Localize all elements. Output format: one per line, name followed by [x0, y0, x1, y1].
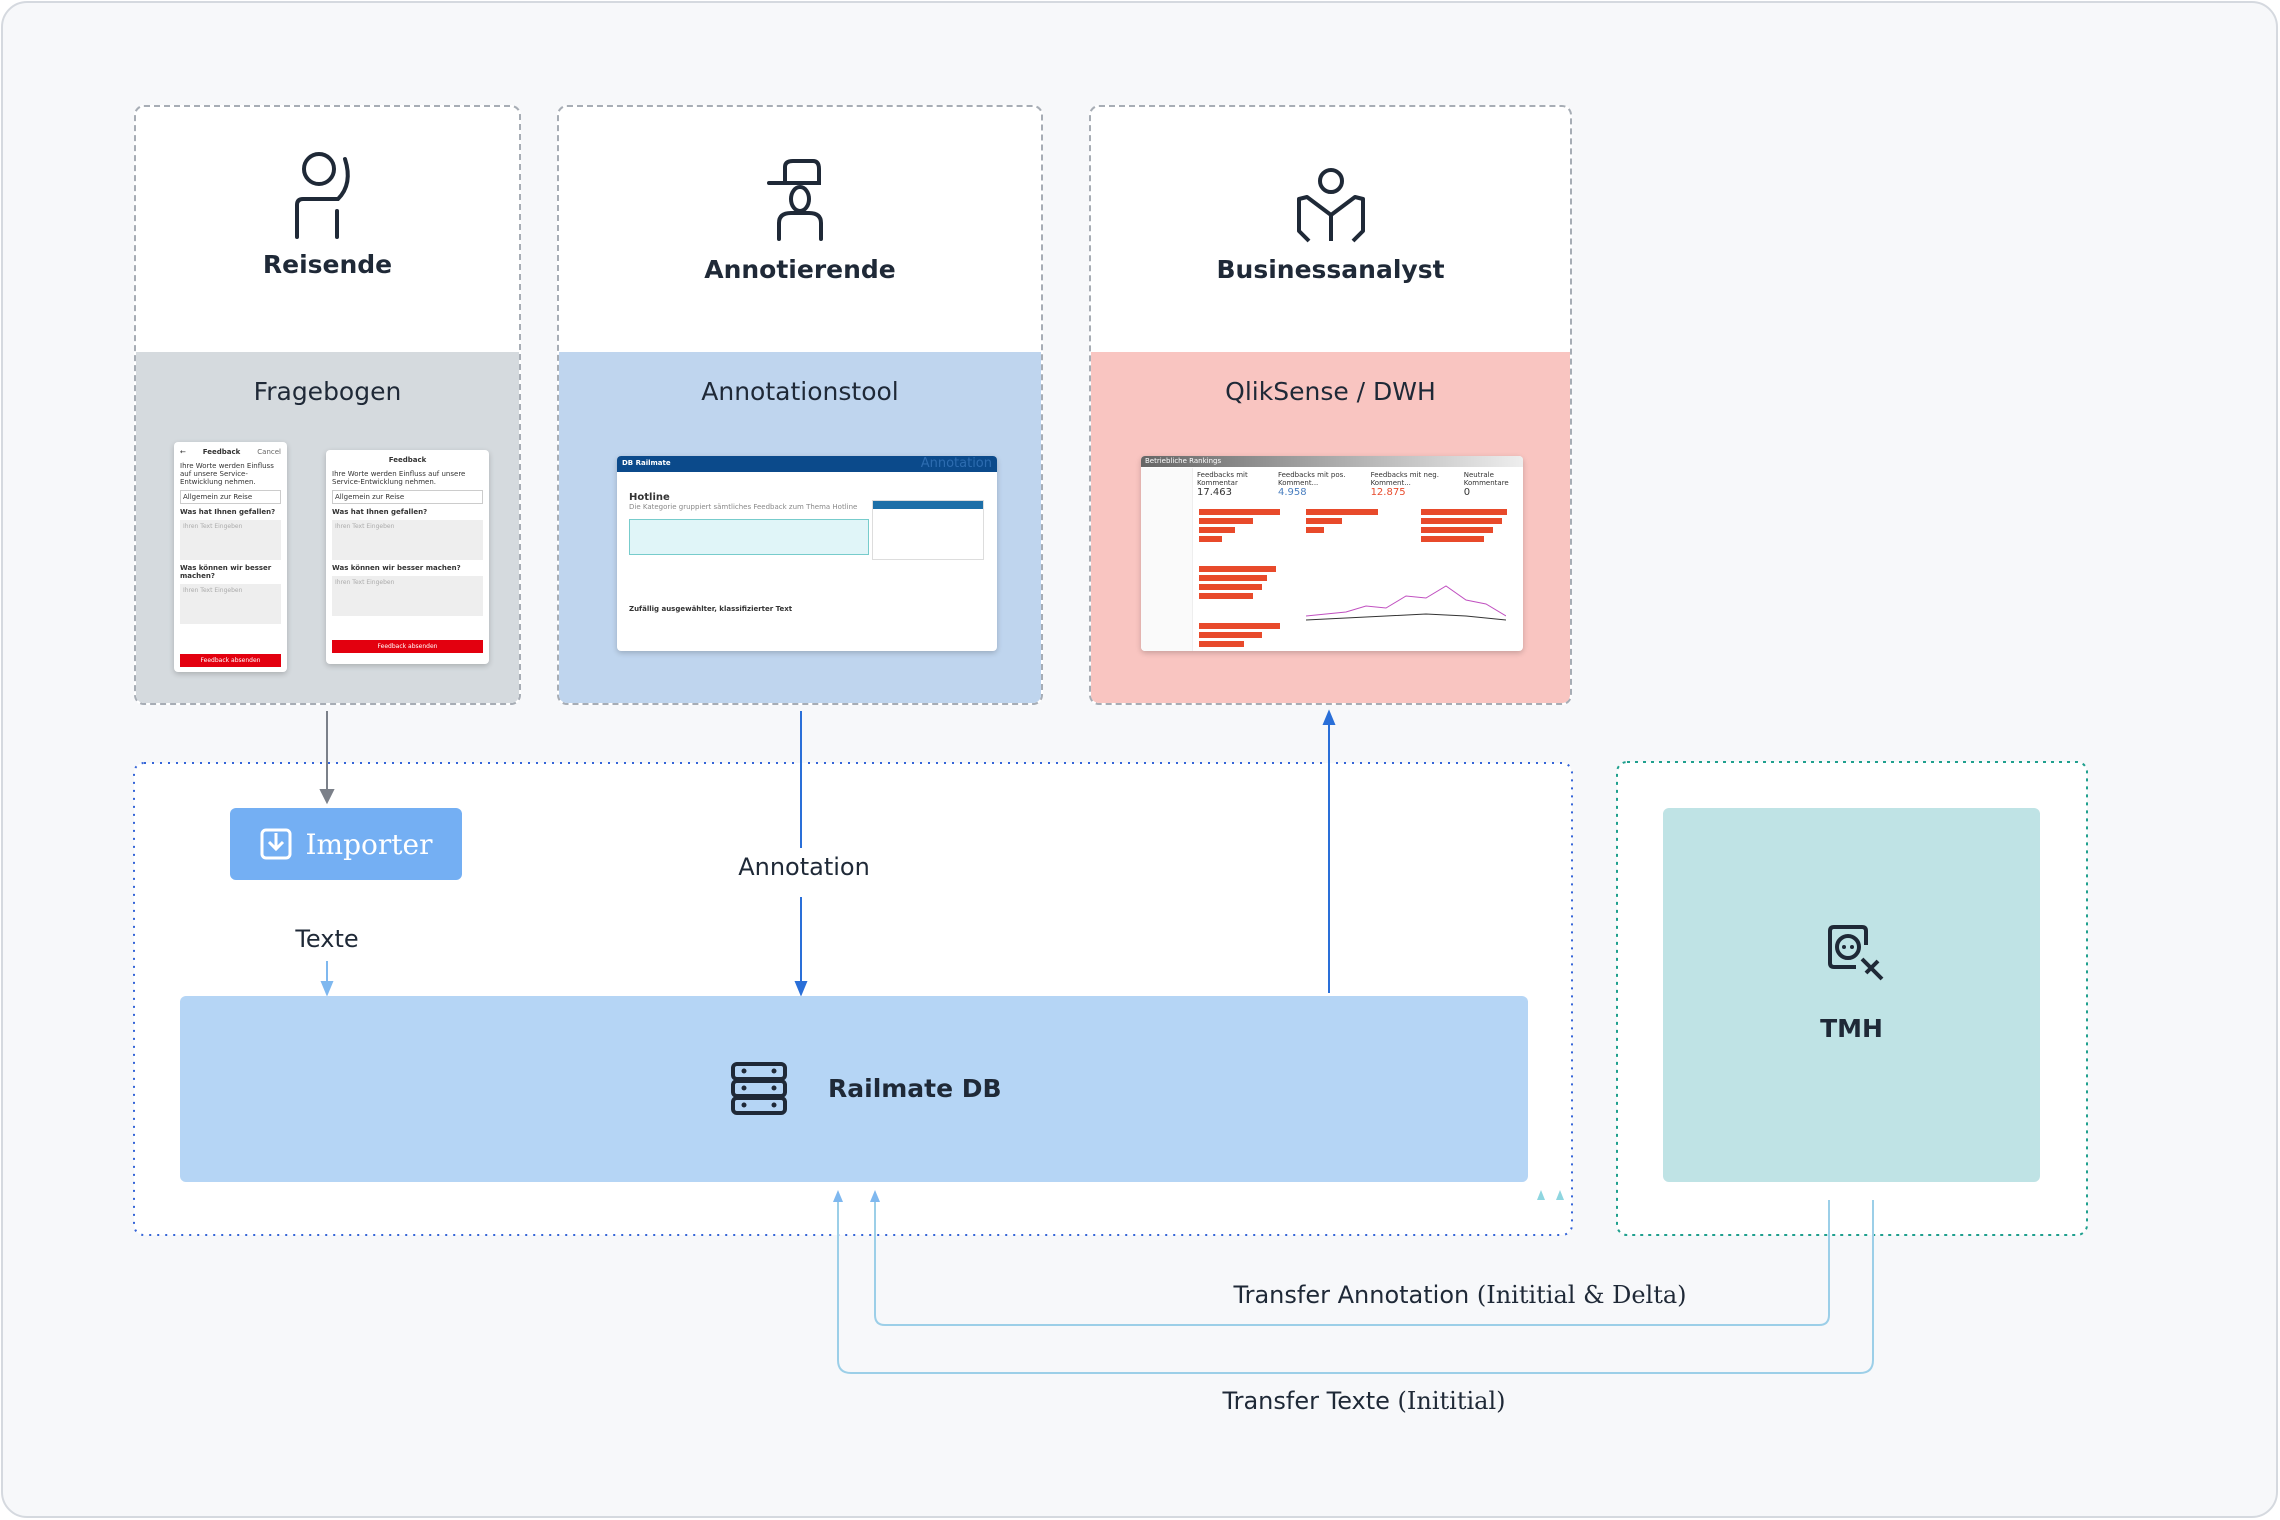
tmh-label: TMH	[1820, 1014, 1883, 1043]
tool-name: Annotationstool	[701, 377, 899, 406]
railmate-db-label: Railmate DB	[828, 1074, 1002, 1103]
person-cap-icon	[767, 159, 823, 241]
import-icon	[260, 828, 291, 860]
mock-submit: Feedback absenden	[332, 640, 483, 653]
qliksense-screenshot: Betriebliche Rankings Feedbacks mit Komm…	[1141, 456, 1523, 651]
mock-field: Ihren Text Eingeben	[180, 584, 281, 624]
actor-name: Annotierende	[704, 255, 896, 284]
edge-label-transfer-texte: Transfer Texte (Inititial)	[1222, 1387, 1505, 1415]
transfer-texte-note: (Inititial)	[1397, 1387, 1506, 1415]
mock-q2: Was können wir besser machen?	[180, 564, 272, 580]
kpi: Feedbacks mit pos. Komment...4.958	[1278, 471, 1357, 498]
mock-title: Hotline	[629, 492, 670, 503]
importer-label: Importer	[305, 827, 433, 861]
edge-label-annotation: Annotation	[738, 853, 870, 881]
mock-title: Betriebliche Rankings	[1141, 456, 1523, 467]
mock-select: Allgemein zur Reise	[180, 490, 281, 504]
mock-select: Allgemein zur Reise	[332, 490, 483, 504]
transfer-annotation-text: Transfer Annotation	[1233, 1281, 1470, 1309]
transfer-texte-line	[837, 1200, 1874, 1374]
person-reading-icon	[1296, 168, 1365, 243]
annotationstool-screenshot: DB Railmate Annotation Hotline Die Katego…	[617, 456, 997, 651]
mock-bar-chart	[1306, 506, 1396, 536]
importer-node: Importer	[230, 808, 462, 880]
kpi-label: Feedbacks mit pos. Komment...	[1277, 471, 1346, 487]
mock-bar-chart	[1421, 506, 1511, 545]
actor-annotierende: Annotierende Annotationstool DB Railmate…	[557, 105, 1043, 705]
person-waving-icon	[294, 152, 350, 239]
mock-filter-sidebar	[1141, 468, 1193, 651]
back-arrow-icon: ←	[180, 448, 186, 456]
texte-arrow	[320, 961, 334, 997]
annotation-arrows	[794, 709, 1336, 997]
tool-name: QlikSense / DWH	[1225, 377, 1436, 406]
mock-brand: DB Railmate	[622, 459, 671, 467]
edge-label-texte: Texte	[295, 925, 359, 953]
kpi-value: 17.463	[1197, 487, 1232, 498]
mock-title: Feedback	[388, 456, 427, 464]
mock-field: Ihren Text Eingeben	[332, 520, 483, 560]
mock-header: ← Feedback Cancel	[180, 448, 281, 456]
mock-intro: Ihre Worte werden Einfluss auf unsere Se…	[332, 470, 466, 486]
kpi-value: 0	[1463, 487, 1471, 498]
fragebogen-desktop-screenshot: Feedback Ihre Worte werden Einfluss auf …	[326, 450, 489, 664]
tool-name: Fragebogen	[253, 377, 402, 406]
transfer-annotation-note: (Inititial & Delta)	[1476, 1281, 1687, 1309]
mock-field: Ihren Text Eingeben	[332, 576, 483, 616]
fragebogen-mobile-screenshot: ← Feedback Cancel Ihre Worte werden Einf…	[174, 442, 287, 672]
kpi: Feedbacks mit neg. Komment...12.875	[1371, 471, 1450, 498]
mock-line-chart	[1306, 585, 1506, 621]
server-icon	[731, 1062, 787, 1115]
tool-panel-annotationstool: Annotationstool DB Railmate Annotation Ho…	[559, 352, 1041, 703]
kpi-label: Feedbacks mit Kommentar	[1197, 471, 1248, 487]
transfer-annotation-line	[874, 1200, 1830, 1326]
transfer-texte-text: Transfer Texte	[1222, 1387, 1390, 1415]
mock-bar-charts	[1199, 506, 1289, 650]
mock-watermark: Annotation	[920, 456, 992, 471]
mock-q1: Was hat Ihnen gefallen?	[332, 508, 428, 516]
tool-panel-fragebogen: Fragebogen ← Feedback Cancel Ihre Worte …	[136, 352, 519, 703]
mock-topbar: DB Railmate Annotation	[617, 456, 997, 472]
mock-q2: Was können wir besser machen?	[332, 564, 461, 572]
kpi-label: Neutrale Kommentare	[1463, 471, 1509, 487]
railmate-db-node: Railmate DB	[180, 996, 1528, 1182]
mock-subtitle: Die Kategorie gruppiert sämtliches Feedb…	[629, 503, 858, 511]
actor-name: Businessanalyst	[1216, 255, 1445, 284]
document-plug-icon	[1828, 925, 1884, 981]
mock-cancel: Cancel	[257, 448, 281, 456]
kpi-value: 12.875	[1370, 487, 1406, 498]
actor-name: Reisende	[262, 250, 393, 279]
actor-reisende: Reisende Fragebogen ← Feedback Cancel Ih…	[134, 105, 521, 705]
mock-title: Feedback	[202, 448, 241, 456]
tool-panel-qliksense: QlikSense / DWH Betriebliche Rankings Fe…	[1091, 352, 1570, 703]
mock-side-panel	[872, 500, 984, 560]
mock-keyword-box	[629, 519, 869, 555]
mock-sample: Zufällig ausgewählter, klassifizierter T…	[629, 605, 793, 613]
tmh-node: TMH	[1663, 808, 2040, 1182]
mock-field: Ihren Text Eingeben	[180, 520, 281, 560]
mock-q1: Was hat Ihnen gefallen?	[180, 508, 276, 516]
kpi-label: Feedbacks mit neg. Komment...	[1370, 471, 1439, 487]
mock-submit: Feedback absenden	[180, 654, 281, 667]
edge-label-transfer-annotation: Transfer Annotation (Inititial & Delta)	[1233, 1281, 1686, 1309]
actor-businessanalyst: Businessanalyst QlikSense / DWH Betriebl…	[1089, 105, 1572, 705]
kpi-value: 4.958	[1277, 487, 1307, 498]
mock-intro: Ihre Worte werden Einfluss auf unsere Se…	[180, 462, 274, 486]
